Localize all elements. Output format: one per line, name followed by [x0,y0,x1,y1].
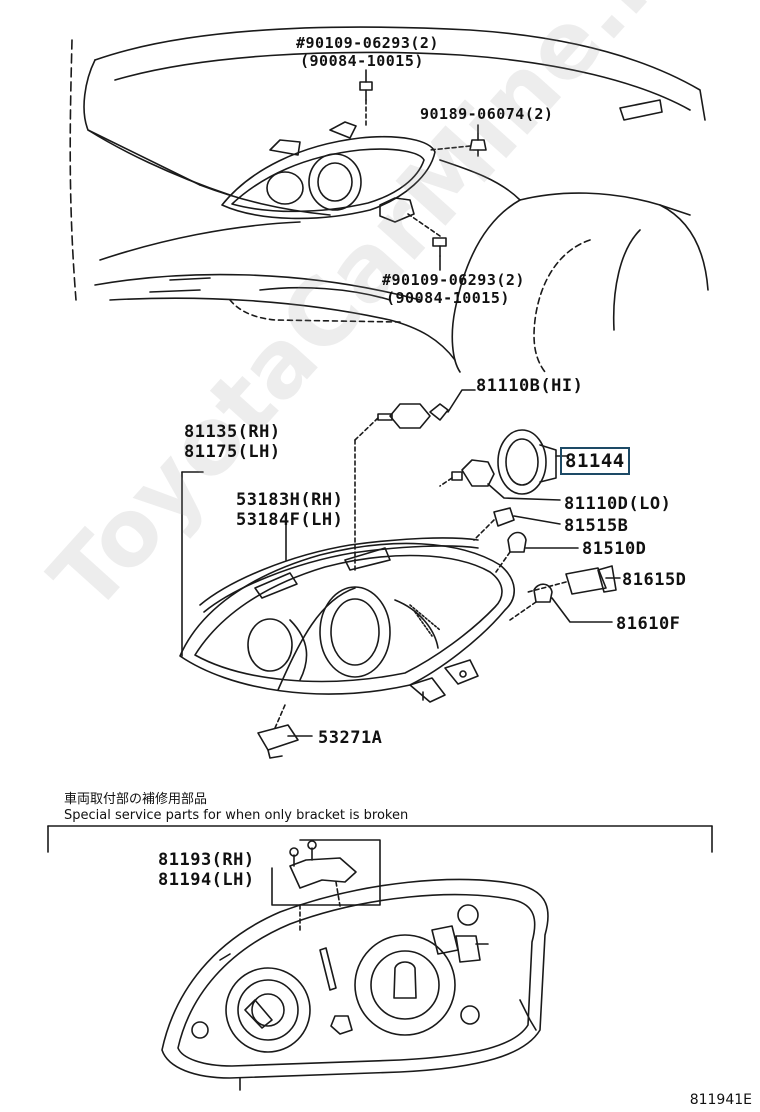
label-housing-lh: 81175(LH) [184,442,281,462]
bracket-service-view [47,825,713,1091]
label-socket-81515b: 81515B [564,516,629,536]
vehicle-front-view [69,26,709,373]
label-bulb-lo: 81110D(LO) [564,494,672,514]
label-bracket-clip: 53271A [318,728,383,748]
note-japanese: 車両取付部の補修用部品 [64,792,208,807]
label-top-bolt: #90109-06293(2) [296,34,439,52]
label-bulb-hi: 81110B(HI) [476,376,584,396]
figure-code: 811941E [689,1092,752,1108]
label-housing-rh: 81135(RH) [184,422,281,442]
headlamp-exploded-view [179,389,621,759]
label-seal-lh: 53184F(LH) [236,510,344,530]
note-english: Special service parts for when only brac… [64,808,409,823]
label-clip: 90189-06074(2) [420,105,554,123]
label-socket-81615d: 81615D [622,570,687,590]
label-bulb-81510d: 81510D [582,539,647,559]
label-side-bolt: #90109-06293(2) [382,271,525,289]
label-bulb-81610f: 81610F [616,614,681,634]
label-top-bolt-alt: (90084-10015) [300,52,424,70]
label-side-bolt-alt: (90084-10015) [386,289,510,307]
label-fog-lamp[interactable]: 81144 [560,447,630,475]
label-bracket-lh: 81194(LH) [158,870,255,890]
label-bracket-rh: 81193(RH) [158,850,255,870]
label-seal-rh: 53183H(RH) [236,490,344,510]
